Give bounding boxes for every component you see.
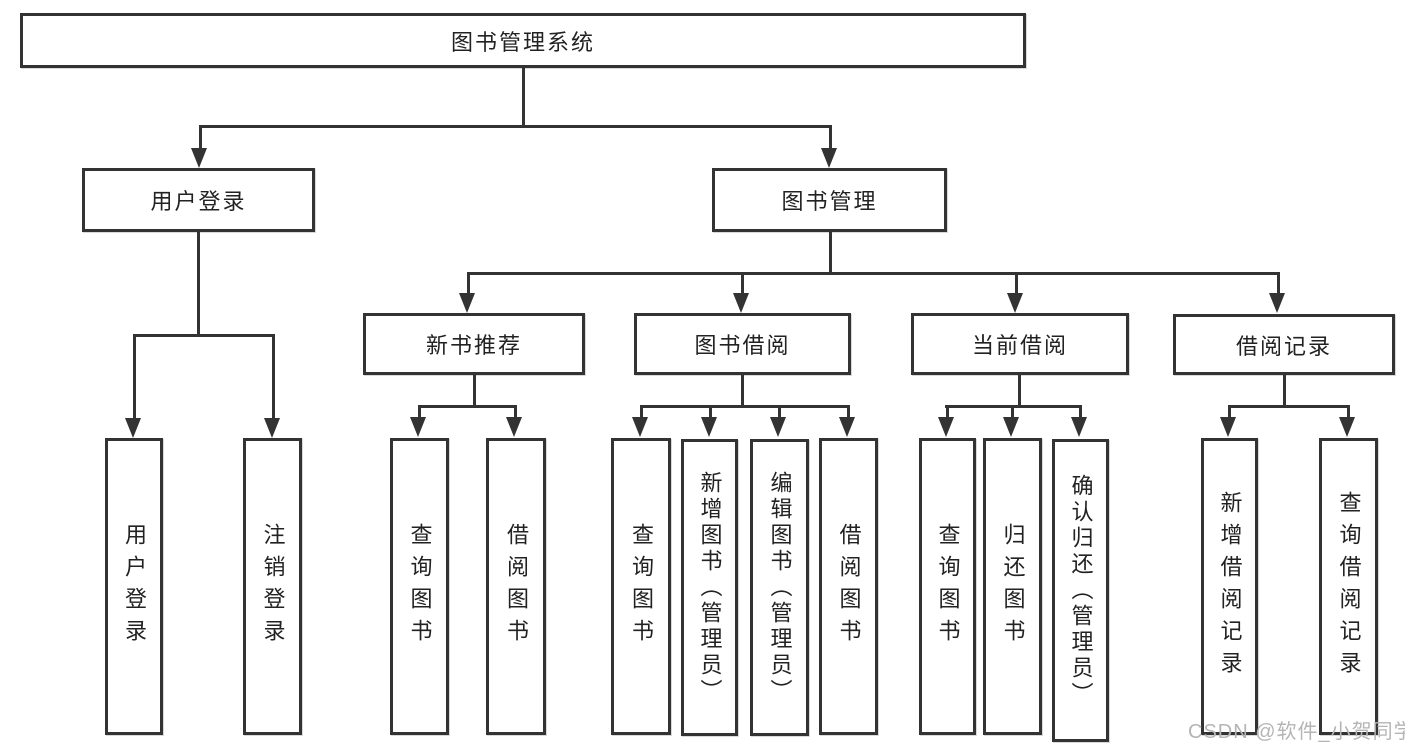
leaf-recommend-query-book-label: 查询图书 — [407, 522, 433, 651]
arrow-down-icon — [1339, 417, 1355, 437]
leaf-user-login-label: 用户登录 — [122, 522, 147, 651]
leaf-query-borrow-record: 查询借阅记录 — [1319, 438, 1378, 735]
connector-current-drop-2 — [1011, 405, 1014, 419]
leaf-borrow-query-book: 查询图书 — [611, 438, 671, 735]
connector-borrow-drop-2 — [709, 405, 712, 419]
connector-login-hline — [133, 334, 275, 337]
leaf-current-query-book: 查询图书 — [919, 438, 976, 735]
leaf-confirm-return-admin-label: 确认归还（管理员） — [1068, 473, 1094, 708]
leaf-add-borrow-record: 新增借阅记录 — [1201, 438, 1258, 735]
arrow-down-icon — [1269, 293, 1285, 313]
arrow-down-icon — [839, 417, 855, 437]
leaf-recommend-borrow-book-label: 借阅图书 — [504, 522, 529, 651]
arrow-down-icon — [1220, 417, 1236, 437]
connector-mgmt-vline — [829, 232, 832, 275]
connector-login-drop-2 — [272, 334, 275, 420]
connector-mgmt-drop-2 — [741, 272, 744, 296]
connector-mgmt-drop-1 — [467, 272, 470, 296]
leaf-add-book-admin-label: 新增图书（管理员） — [697, 470, 723, 705]
leaf-add-book-admin: 新增图书（管理员） — [681, 439, 738, 736]
connector-records-vline — [1283, 375, 1286, 408]
node-user-login: 用户登录 — [82, 168, 315, 232]
node-user-login-label: 用户登录 — [150, 189, 247, 214]
node-borrow-records-label: 借阅记录 — [1235, 333, 1332, 359]
node-current-borrow: 当前借阅 — [911, 313, 1129, 375]
connector-borrow-drop-3 — [778, 405, 781, 419]
arrow-down-icon — [410, 417, 426, 437]
connector-borrow-vline — [741, 375, 744, 408]
leaf-user-login: 用户登录 — [105, 438, 163, 735]
node-root-label: 图书管理系统 — [450, 29, 595, 55]
leaf-logout: 注销登录 — [243, 438, 302, 735]
arrow-down-icon — [821, 148, 837, 168]
node-borrow-records: 借阅记录 — [1173, 314, 1395, 375]
connector-recommend-drop-1 — [418, 405, 421, 419]
leaf-borrow-book-label: 借阅图书 — [836, 522, 862, 651]
arrow-down-icon — [459, 293, 475, 313]
arrow-down-icon — [506, 417, 522, 437]
node-root: 图书管理系统 — [20, 13, 1026, 68]
connector-login-drop-1 — [133, 334, 136, 420]
node-book-management: 图书管理 — [712, 168, 947, 232]
connector-current-drop-1 — [946, 405, 949, 419]
connector-recommend-vline — [473, 375, 476, 408]
connector-records-drop-1 — [1228, 405, 1231, 419]
leaf-logout-label: 注销登录 — [260, 522, 286, 651]
node-new-book-recommend-label: 新书推荐 — [425, 333, 522, 358]
node-new-book-recommend: 新书推荐 — [363, 313, 585, 375]
arrow-down-icon — [770, 417, 786, 437]
arrow-down-icon — [125, 418, 141, 438]
leaf-recommend-borrow-book: 借阅图书 — [486, 438, 546, 735]
connector-login-vline — [197, 232, 200, 336]
arrow-down-icon — [701, 417, 717, 437]
connector-current-vline — [1018, 375, 1021, 408]
connector-records-drop-2 — [1347, 405, 1350, 419]
node-book-borrow-label: 图书借阅 — [694, 333, 791, 358]
arrow-down-icon — [1071, 417, 1087, 437]
leaf-return-book-label: 归还图书 — [1000, 522, 1026, 651]
node-current-borrow-label: 当前借阅 — [971, 333, 1068, 358]
leaf-return-book: 归还图书 — [983, 438, 1042, 735]
connector-borrow-drop-4 — [847, 405, 850, 419]
leaf-current-query-book-label: 查询图书 — [935, 522, 961, 651]
arrow-down-icon — [938, 417, 954, 437]
connector-mgmt-hline — [467, 272, 1280, 275]
leaf-borrow-query-book-label: 查询图书 — [629, 522, 654, 651]
connector-records-hline — [1228, 405, 1350, 408]
node-book-borrow: 图书借阅 — [634, 313, 851, 375]
arrow-down-icon — [632, 417, 648, 437]
connector-root-drop-right — [829, 125, 832, 150]
connector-borrow-drop-1 — [640, 405, 643, 419]
leaf-borrow-book: 借阅图书 — [819, 438, 878, 735]
csdn-watermark: CSDN @软件_小贺同学 — [1188, 721, 1405, 743]
connector-borrow-hline — [640, 405, 850, 408]
connector-mgmt-drop-4 — [1277, 272, 1280, 296]
leaf-edit-book-admin: 编辑图书（管理员） — [750, 439, 809, 736]
arrow-down-icon — [191, 148, 207, 168]
leaf-add-borrow-record-label: 新增借阅记录 — [1217, 490, 1243, 683]
arrow-down-icon — [264, 418, 280, 438]
arrow-down-icon — [1003, 417, 1019, 437]
leaf-edit-book-admin-label: 编辑图书（管理员） — [767, 470, 793, 705]
connector-root-drop-left — [199, 125, 202, 150]
leaf-query-borrow-record-label: 查询借阅记录 — [1336, 490, 1362, 683]
leaf-confirm-return-admin: 确认归还（管理员） — [1052, 439, 1109, 742]
connector-mgmt-drop-3 — [1015, 272, 1018, 296]
connector-recommend-hline — [418, 405, 517, 408]
connector-root-vline — [522, 68, 525, 128]
node-book-management-label: 图书管理 — [781, 189, 878, 214]
connector-current-drop-3 — [1079, 405, 1082, 419]
connector-root-hline — [199, 125, 831, 128]
arrow-down-icon — [733, 293, 749, 313]
leaf-recommend-query-book: 查询图书 — [390, 438, 449, 735]
connector-recommend-drop-2 — [514, 405, 517, 419]
arrow-down-icon — [1007, 293, 1023, 313]
